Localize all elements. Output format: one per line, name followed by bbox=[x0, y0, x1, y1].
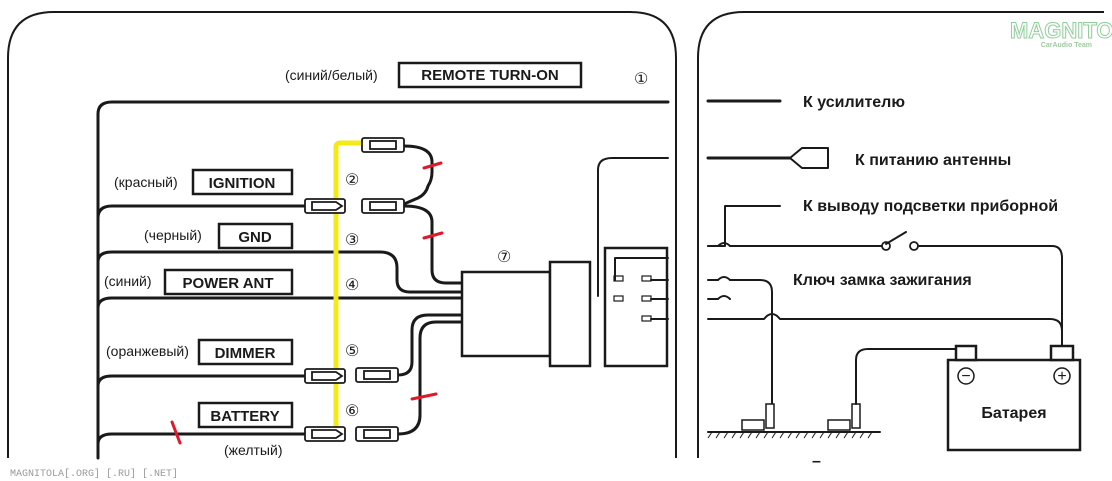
wire-battery bbox=[96, 432, 307, 446]
connector-dimmer-male bbox=[304, 368, 346, 384]
power-ant-label: POWER ANT bbox=[182, 275, 273, 292]
remote-color: (синий/белый) bbox=[285, 67, 378, 83]
antenna-label: К питанию антенны bbox=[855, 152, 1011, 169]
ignition-label: IGNITION bbox=[209, 175, 276, 192]
connector-number: ⑦ bbox=[497, 249, 511, 266]
ignition-label-box bbox=[191, 168, 294, 196]
dimmer-color: (оранжевый) bbox=[106, 343, 189, 359]
dimmer-label-box bbox=[197, 338, 294, 366]
ignition-number: ② bbox=[345, 172, 359, 189]
dimmer-label: DIMMER bbox=[215, 345, 276, 362]
wire-remote bbox=[96, 100, 670, 460]
wire-ign-top bbox=[402, 144, 434, 206]
battery-label: BATTERY bbox=[210, 408, 279, 425]
cut-mark-ignition bbox=[422, 231, 444, 240]
battery-plus-sign: + bbox=[1057, 368, 1066, 385]
amplifier-label: К усилителю bbox=[803, 94, 905, 111]
dimmer-number: ⑤ bbox=[345, 343, 359, 360]
ground-left bbox=[707, 403, 881, 439]
connector-battery-male bbox=[304, 426, 346, 442]
wire-ignition bbox=[96, 204, 307, 232]
switch-contact-left bbox=[881, 241, 891, 251]
gnd-label-box bbox=[217, 222, 294, 250]
site-watermark: MAGNITOLA[.ORG] [.RU] [.NET] bbox=[10, 468, 178, 480]
dash-light-label: К выводу подсветки приборной bbox=[803, 198, 1058, 215]
harness-plug bbox=[460, 270, 552, 358]
wire-socket-dim bbox=[614, 257, 669, 281]
gnd-number: ③ bbox=[345, 232, 359, 249]
wire-ign-to-connector bbox=[402, 204, 464, 285]
battery-plus-wire bbox=[707, 313, 1063, 332]
battery-color: (желтый) bbox=[224, 442, 282, 458]
wire-dimmer-out bbox=[396, 313, 464, 377]
battery-terminal-minus bbox=[954, 344, 978, 362]
switch-contact-right bbox=[909, 241, 919, 251]
battery-label-box bbox=[197, 401, 294, 429]
wire-battery-out bbox=[396, 320, 464, 436]
cut-mark-battery-out bbox=[410, 392, 438, 401]
magnitola-logo: MAGNITOLA bbox=[1010, 18, 1112, 43]
ignition-key-label: Ключ замка зажигания bbox=[793, 272, 972, 289]
gnd-label: GND bbox=[238, 229, 272, 246]
remote-label-box bbox=[397, 61, 583, 89]
right-panel-frame bbox=[697, 11, 1104, 458]
remote-number: ① bbox=[634, 71, 648, 88]
ignition-color: (красный) bbox=[114, 174, 178, 190]
cut-mark-battery-in bbox=[170, 420, 182, 445]
wire-socket-antenna bbox=[597, 157, 669, 297]
battery-jumper-wire bbox=[333, 140, 369, 439]
wire-gnd bbox=[96, 250, 464, 294]
connector-ignition-top bbox=[361, 137, 405, 153]
power-ant-color: (синий) bbox=[104, 273, 152, 289]
connector-ignition-male bbox=[304, 198, 346, 214]
wire-power-ant bbox=[96, 296, 464, 317]
battery-minus-sign: − bbox=[961, 368, 970, 385]
battery-number: ⑥ bbox=[345, 403, 359, 420]
harness-socket bbox=[548, 260, 592, 368]
antenna-terminal bbox=[789, 147, 829, 169]
wire-dimmer bbox=[96, 374, 307, 392]
battery-terminal-plus bbox=[1049, 344, 1075, 362]
bottom-cut-mark: – bbox=[812, 453, 821, 470]
connector-dimmer-female bbox=[355, 367, 399, 383]
magnitola-logo-sub: CarAudio Team bbox=[1041, 42, 1092, 49]
power-ant-number: ④ bbox=[345, 277, 359, 294]
remote-label: REMOTE TURN-ON bbox=[421, 67, 559, 84]
ignition-switch-line bbox=[707, 242, 885, 247]
connector-battery-female bbox=[355, 426, 399, 442]
gnd-color: (черный) bbox=[144, 227, 202, 243]
switch-lever bbox=[885, 231, 907, 245]
dash-light-wire bbox=[707, 205, 781, 247]
cut-mark-ignition-top bbox=[422, 161, 443, 170]
battery-plus-icon bbox=[1053, 367, 1071, 385]
key-loop-wire bbox=[707, 276, 773, 421]
connector-ignition-female bbox=[361, 198, 405, 214]
battery-minus-icon bbox=[957, 367, 975, 385]
battery-minus-wire bbox=[855, 348, 967, 405]
key-loop-wire-b bbox=[707, 295, 731, 300]
socket-pins bbox=[613, 275, 652, 322]
battery-title: Батарея bbox=[981, 405, 1046, 422]
switch-to-battery bbox=[917, 245, 1063, 346]
power-ant-label-box bbox=[163, 268, 294, 296]
left-panel-frame bbox=[7, 11, 677, 458]
